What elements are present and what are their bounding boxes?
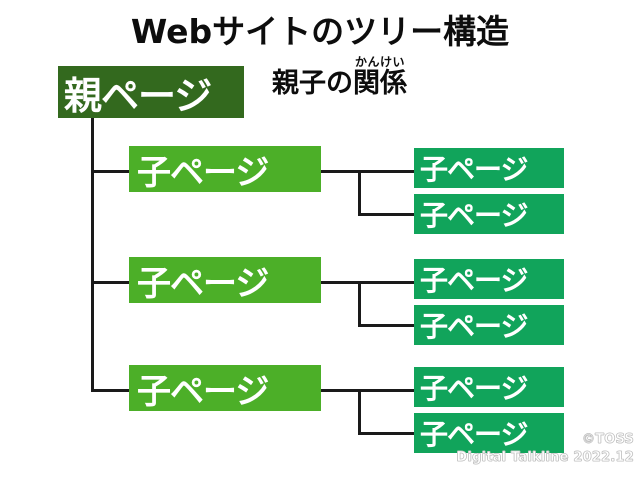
node-label: 親ページ [64, 73, 212, 118]
node-label: 子ページ [420, 264, 528, 297]
node-label: 子ページ [420, 372, 528, 405]
annotation-prefix: 親子の [272, 68, 353, 99]
node-grandchild-2-2[interactable]: 子ページ [414, 305, 564, 345]
node-parent-page[interactable]: 親ページ [58, 66, 244, 118]
watermark-copyright: ©TOSS [581, 432, 634, 448]
node-label: 子ページ [420, 153, 528, 186]
connector-child-3-vertical [358, 389, 361, 435]
connector-root-to-child-1 [91, 170, 129, 173]
relationship-annotation: 親子のかんけい関係 [272, 56, 407, 99]
page-title: Webサイトのツリー構造 [130, 12, 510, 51]
connector-child-1-to-grandchild-2 [358, 213, 416, 216]
connector-child-2-to-grandchild-2 [358, 324, 416, 327]
connector-root-to-child-3 [91, 389, 129, 392]
node-grandchild-3-2[interactable]: 子ページ [414, 413, 564, 453]
watermark-source: Digital Talkline 2022.12 [456, 450, 634, 466]
connector-child-1-vertical [358, 170, 361, 216]
connector-child-3-to-grandchild-2 [358, 432, 416, 435]
node-label: 子ページ [420, 310, 528, 343]
node-label: 子ページ [137, 263, 269, 304]
node-label: 子ページ [420, 199, 528, 232]
node-grandchild-2-1[interactable]: 子ページ [414, 259, 564, 299]
node-label: 子ページ [420, 418, 528, 451]
node-grandchild-1-1[interactable]: 子ページ [414, 148, 564, 188]
connector-trunk-vertical [91, 118, 94, 392]
node-child-page-1[interactable]: 子ページ [129, 146, 321, 192]
connector-child-2-vertical [358, 281, 361, 327]
furigana-text: かんけい [354, 55, 405, 69]
annotation-ruby-base: 関係 [353, 68, 407, 99]
node-child-page-2[interactable]: 子ページ [129, 257, 321, 303]
connector-child-1-to-grandchild-1 [321, 170, 416, 173]
node-grandchild-3-1[interactable]: 子ページ [414, 367, 564, 407]
node-label: 子ページ [137, 371, 269, 412]
node-grandchild-1-2[interactable]: 子ページ [414, 194, 564, 234]
connector-root-to-child-2 [91, 281, 129, 284]
connector-child-3-to-grandchild-1 [321, 389, 416, 392]
connector-child-2-to-grandchild-1 [321, 281, 416, 284]
node-child-page-3[interactable]: 子ページ [129, 365, 321, 411]
annotation-ruby: かんけい関係 [353, 56, 407, 99]
node-label: 子ページ [137, 152, 269, 193]
